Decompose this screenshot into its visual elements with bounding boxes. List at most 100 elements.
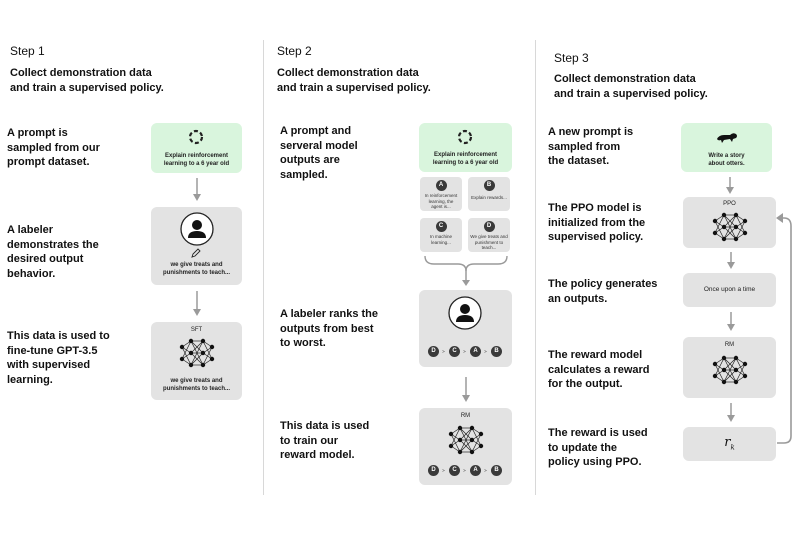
dashed-circle-icon	[457, 129, 473, 145]
step-3-arrow-3	[727, 312, 735, 331]
nn-edge	[723, 214, 737, 240]
output-card-b: B Explain rewards...	[468, 177, 510, 211]
output-letter-badge: D	[483, 221, 495, 232]
nn-node	[721, 224, 727, 230]
nn-node	[742, 361, 748, 367]
step-3-reward-box: rk	[683, 427, 776, 461]
nn-edge	[190, 352, 204, 366]
step-3-arrow-1	[726, 177, 734, 194]
ranking-row: D > C > A > B	[428, 465, 508, 477]
step-3-prompt-box: Write a story about otters.	[681, 123, 772, 172]
sft-label: SFT	[190, 327, 203, 333]
step-2-arrow-2	[462, 377, 470, 402]
output-text: Explain rewards...	[471, 195, 507, 200]
step-1-desc-1: A prompt is sampled from our prompt data…	[7, 127, 100, 168]
step-2-prompt-box: Explain reinforcement learning to a 6 ye…	[419, 123, 512, 172]
nn-node	[712, 361, 718, 367]
neural-network-icon	[448, 425, 484, 455]
step-3-desc-4: The reward model calculates a reward for…	[548, 349, 650, 390]
nn-node	[179, 344, 185, 350]
step-1-label: Step 1	[10, 44, 45, 58]
nn-edge	[459, 439, 473, 453]
nn-node	[712, 218, 718, 224]
nn-edge	[181, 340, 192, 360]
nn-node	[209, 356, 215, 362]
nn-node	[200, 362, 206, 368]
output-card-a: A In reinforcement learning, the agent i…	[420, 177, 462, 211]
step-3-ppo-box: PPO	[683, 197, 776, 248]
nn-node	[742, 373, 748, 379]
nn-node	[188, 362, 194, 368]
nn-node	[457, 449, 463, 455]
rank-badge: A	[470, 465, 481, 476]
output-text: We give treats and punishment to teach..…	[470, 234, 508, 250]
rank-separator: >	[442, 349, 445, 354]
rank-separator: >	[463, 349, 466, 354]
output-text: In reinforcement learning, the agent is.…	[424, 193, 458, 209]
step-2-brace-arrow	[424, 255, 508, 286]
step-3-arrow-2	[727, 252, 735, 269]
step-3-feedback-arrow	[776, 213, 792, 444]
nn-edge	[190, 340, 204, 366]
nn-node	[721, 236, 727, 242]
neural-network-icon	[179, 338, 215, 368]
rank-separator: >	[484, 468, 487, 473]
neural-network-icon	[712, 355, 748, 385]
nn-node	[712, 230, 718, 236]
reward-symbol: rk	[683, 435, 776, 452]
nn-node	[469, 449, 475, 455]
ranking-row: D > C > A > B	[428, 346, 508, 358]
step-3-desc-2: The PPO model is initialized from the su…	[548, 202, 646, 243]
rm-label: RM	[460, 413, 471, 419]
nn-node	[721, 212, 727, 218]
nn-node	[209, 344, 215, 350]
nn-edge	[714, 214, 725, 234]
nn-node	[469, 437, 475, 443]
rank-badge: B	[491, 465, 502, 476]
step-3-prompt-text: Write a story about otters.	[708, 153, 745, 167]
nn-edge	[723, 357, 737, 371]
step-2-desc-3: This data is used to train our reward mo…	[280, 420, 370, 461]
pencil-icon	[191, 248, 201, 258]
rank-badge: A	[470, 346, 481, 357]
nn-node	[179, 356, 185, 362]
step-1-arrow-2	[193, 291, 201, 316]
rank-separator: >	[463, 468, 466, 473]
reward-r: r	[724, 435, 731, 450]
output-card-d: D We give treats and punishment to teach…	[468, 218, 510, 252]
rank-separator: >	[484, 349, 487, 354]
nn-node	[733, 236, 739, 242]
nn-edge	[723, 357, 737, 383]
nn-edge	[723, 214, 737, 228]
nn-edge	[735, 220, 746, 240]
step-3-arrow-4	[727, 403, 735, 422]
nn-node	[457, 425, 463, 431]
step-3-rm-box: RM	[683, 337, 776, 398]
nn-edge	[459, 427, 473, 441]
step-3-desc-1: A new prompt is sampled from the dataset…	[548, 126, 634, 167]
rank-badge: C	[449, 465, 460, 476]
step-2-labeler-box: D > C > A > B	[419, 290, 512, 367]
nn-node	[733, 224, 739, 230]
rank-badge: B	[491, 346, 502, 357]
policy-output-text: Once upon a time	[703, 286, 756, 293]
labeler-person-icon	[180, 212, 214, 246]
step-2-prompt-text: Explain reinforcement learning to a 6 ye…	[432, 152, 499, 166]
nn-node	[733, 367, 739, 373]
nn-node	[742, 218, 748, 224]
nn-node	[733, 212, 739, 218]
output-letter-badge: A	[435, 180, 447, 191]
nn-node	[721, 355, 727, 361]
step-3-desc-5: The reward is used to update the policy …	[548, 427, 648, 468]
step-2-desc-2: A labeler ranks the outputs from best to…	[280, 308, 379, 349]
nn-node	[721, 367, 727, 373]
output-text: In machine learning...	[429, 234, 452, 245]
neural-network-icon	[712, 212, 748, 242]
column-divider-2	[535, 40, 536, 495]
nn-node	[742, 230, 748, 236]
step-1-sft-output: we give treats and punishments to teach.…	[162, 378, 230, 392]
dashed-circle-icon	[188, 129, 204, 145]
nn-node	[448, 431, 454, 437]
nn-node	[200, 338, 206, 344]
nn-node	[712, 373, 718, 379]
